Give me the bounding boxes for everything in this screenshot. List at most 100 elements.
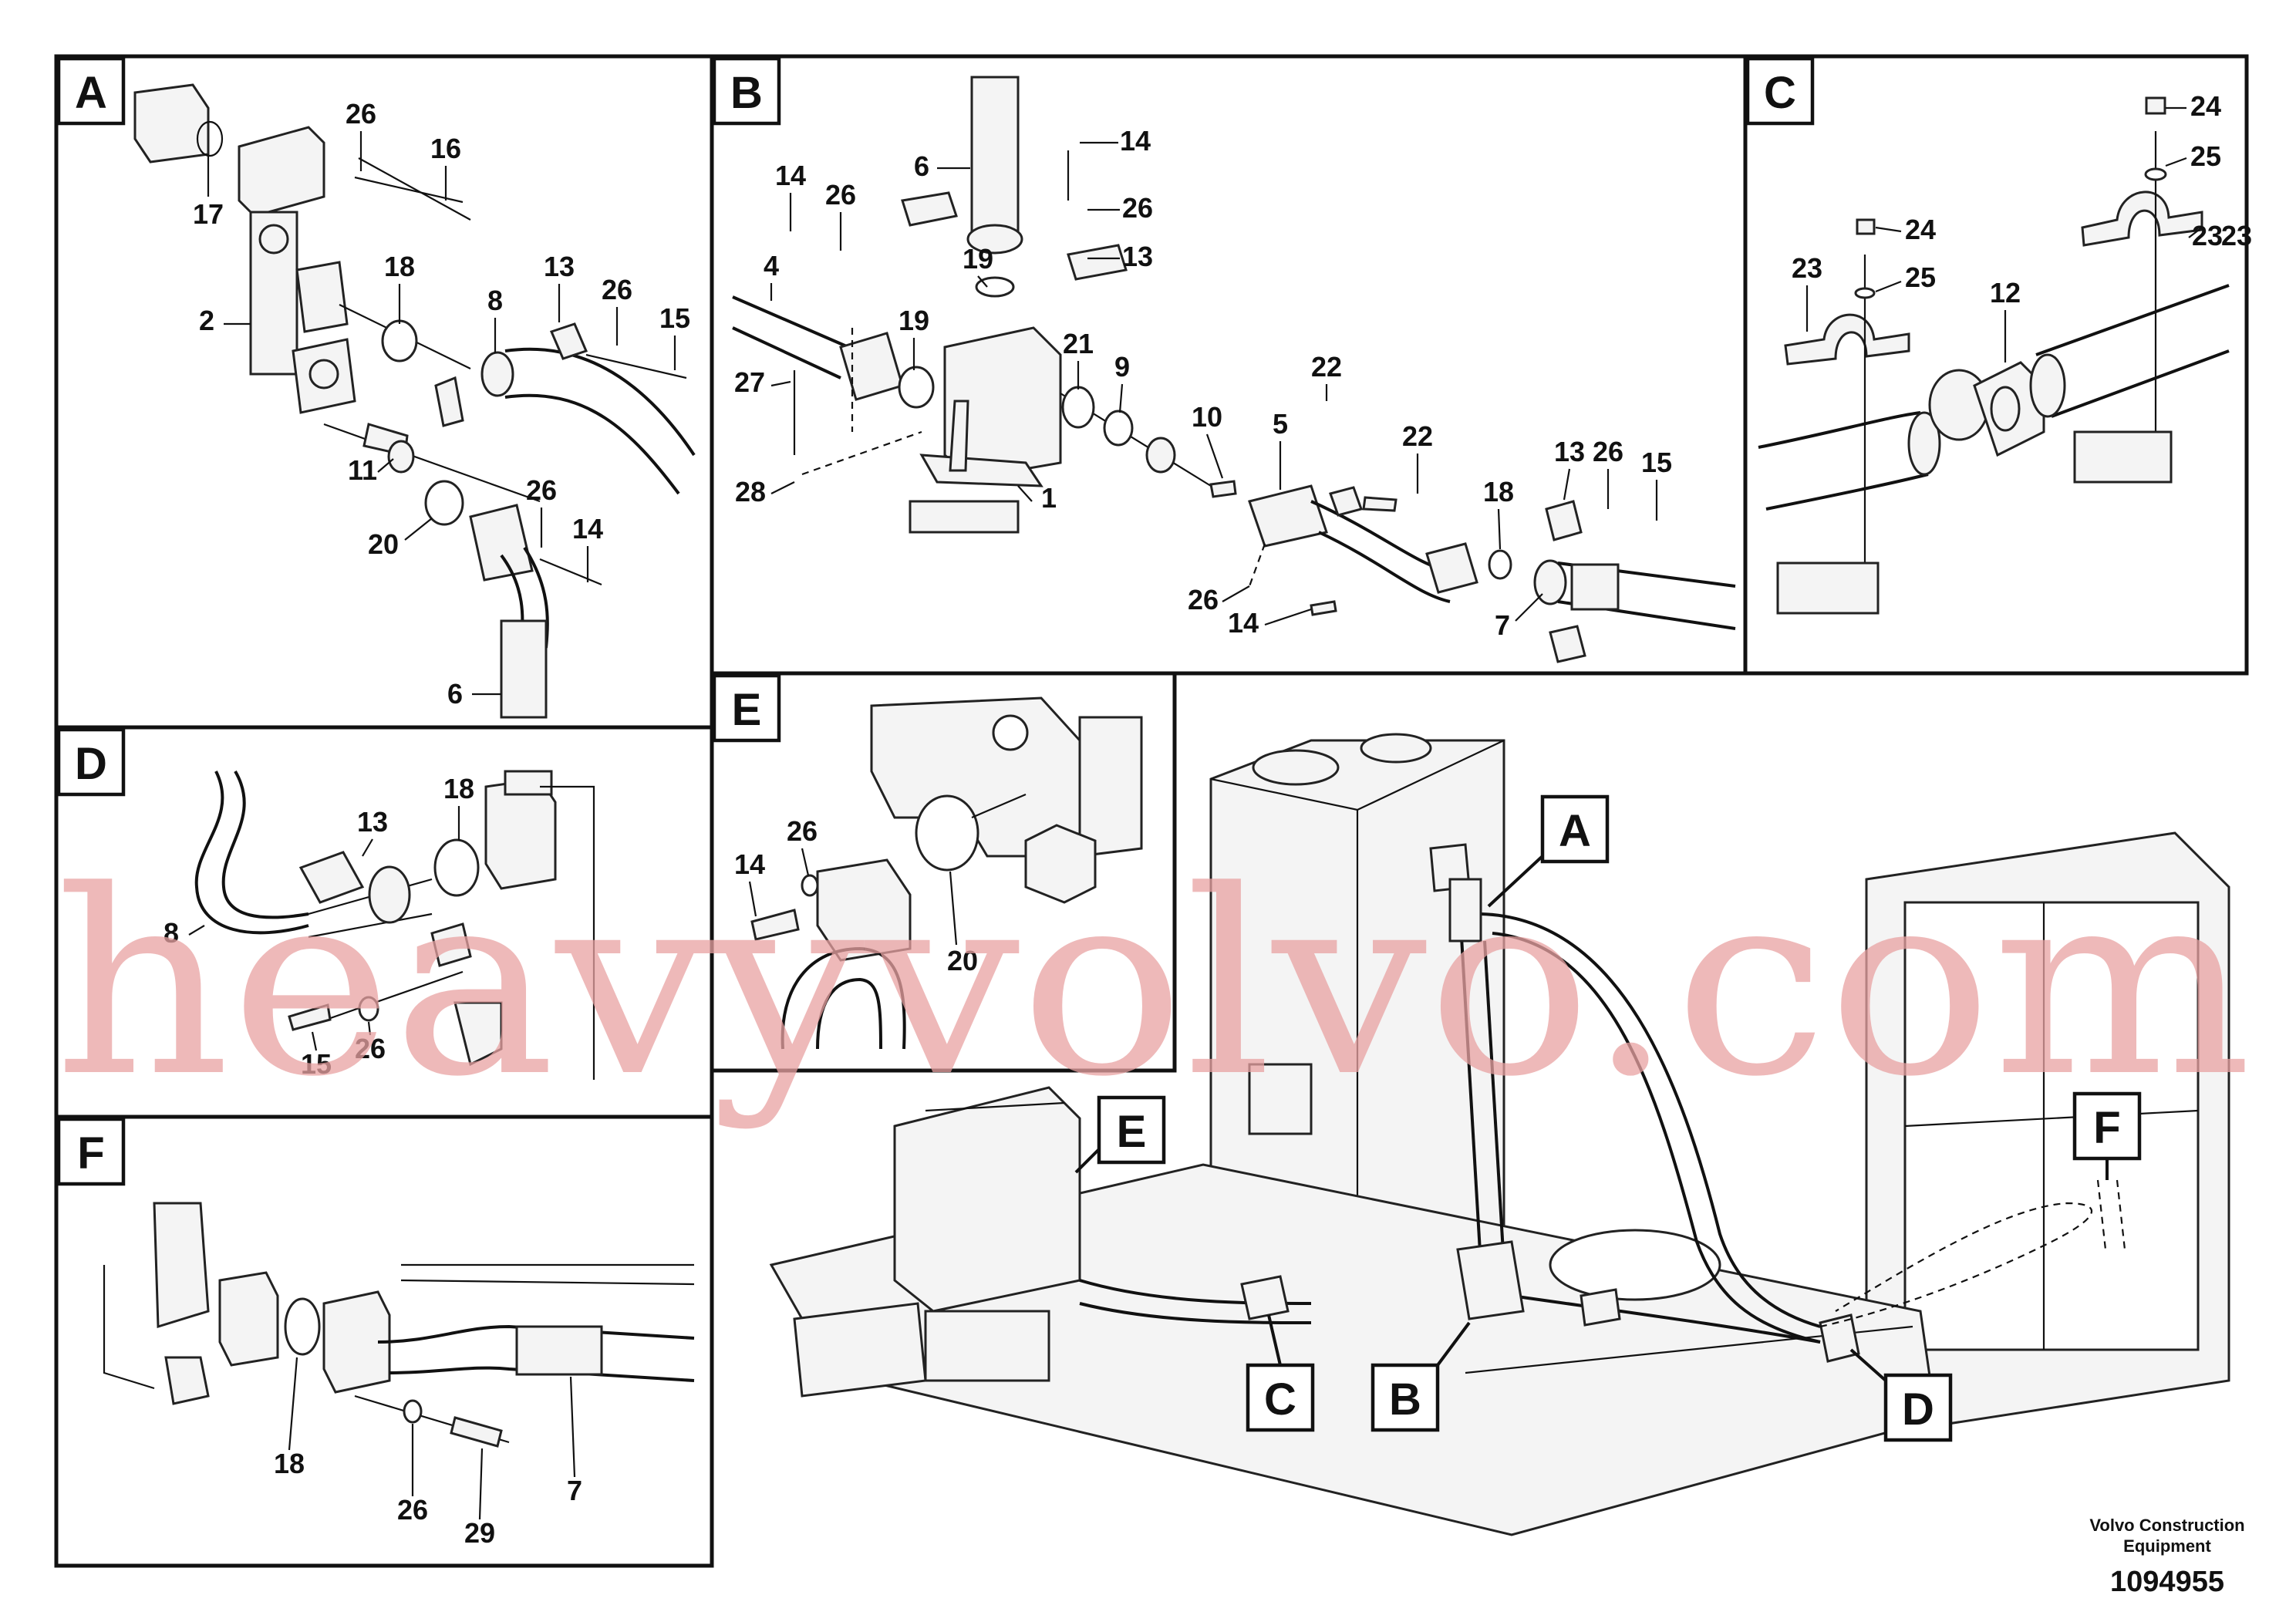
svg-text:19: 19 bbox=[963, 243, 993, 275]
svg-text:A: A bbox=[75, 68, 107, 118]
panel-e-callouts: 26 14 20 bbox=[734, 815, 978, 976]
svg-text:9: 9 bbox=[1114, 351, 1130, 383]
panel-b-callouts: 6 14 14 26 26 13 19 4 19 21 27 9 22 10 5… bbox=[734, 125, 1672, 641]
overview-tag-b: B bbox=[1371, 1321, 1471, 1432]
panel-e-label: E bbox=[712, 673, 781, 743]
svg-text:23: 23 bbox=[2192, 220, 2223, 251]
svg-text:15: 15 bbox=[659, 302, 690, 334]
overview-tag-e: E bbox=[1074, 1095, 1166, 1174]
panel-c-callouts: 24 25 24 23 23 25 12 23 bbox=[1792, 90, 2252, 363]
svg-text:14: 14 bbox=[734, 848, 765, 880]
brand-line-1: Volvo Construction bbox=[2089, 1516, 2244, 1535]
svg-text:F: F bbox=[2093, 1103, 2120, 1153]
svg-text:19: 19 bbox=[899, 305, 929, 336]
svg-text:29: 29 bbox=[464, 1517, 495, 1549]
svg-text:26: 26 bbox=[1188, 584, 1219, 615]
svg-text:23: 23 bbox=[2221, 220, 2252, 251]
svg-text:13: 13 bbox=[1122, 241, 1153, 272]
svg-text:4: 4 bbox=[764, 250, 779, 282]
svg-text:22: 22 bbox=[1402, 420, 1433, 452]
svg-text:13: 13 bbox=[1554, 436, 1585, 467]
panel-f-frame bbox=[54, 1114, 714, 1568]
svg-text:14: 14 bbox=[572, 513, 603, 545]
drawing-number: 1094955 bbox=[2110, 1566, 2224, 1598]
overview-tag-d: D bbox=[1849, 1348, 1953, 1442]
overview-drawing bbox=[769, 733, 2230, 1536]
panel-e-drawing bbox=[750, 696, 1143, 1050]
svg-text:18: 18 bbox=[274, 1448, 305, 1479]
svg-text:11: 11 bbox=[348, 454, 377, 486]
svg-text:14: 14 bbox=[1228, 607, 1259, 639]
svg-text:15: 15 bbox=[301, 1048, 332, 1080]
svg-text:27: 27 bbox=[734, 366, 765, 398]
svg-text:26: 26 bbox=[825, 179, 856, 211]
svg-text:C: C bbox=[1264, 1374, 1296, 1425]
panel-e-frame bbox=[710, 671, 1177, 1073]
overview-tag-c: C bbox=[1246, 1314, 1315, 1432]
svg-text:25: 25 bbox=[1905, 261, 1936, 293]
svg-text:8: 8 bbox=[487, 285, 503, 316]
svg-text:21: 21 bbox=[1063, 328, 1094, 359]
svg-text:C: C bbox=[1764, 68, 1796, 118]
svg-text:5: 5 bbox=[1273, 408, 1288, 440]
svg-text:D: D bbox=[1902, 1384, 1934, 1435]
svg-text:16: 16 bbox=[430, 133, 461, 164]
svg-text:18: 18 bbox=[443, 773, 474, 804]
svg-text:26: 26 bbox=[397, 1494, 428, 1526]
panel-a-drawing bbox=[133, 83, 696, 719]
panel-d-callouts: 18 13 8 15 26 bbox=[164, 773, 474, 1080]
svg-text:17: 17 bbox=[193, 198, 224, 230]
svg-text:B: B bbox=[730, 68, 763, 118]
svg-text:24: 24 bbox=[2190, 90, 2221, 122]
panel-c-drawing bbox=[1758, 96, 2230, 615]
panel-b-drawing bbox=[732, 76, 1736, 663]
svg-text:14: 14 bbox=[1120, 125, 1151, 157]
svg-text:26: 26 bbox=[1122, 192, 1153, 224]
footer: Volvo Construction Equipment 1094955 bbox=[2089, 1516, 2244, 1598]
svg-text:20: 20 bbox=[368, 528, 399, 560]
svg-text:E: E bbox=[732, 685, 762, 735]
panel-c-frame bbox=[1743, 54, 2249, 676]
svg-text:26: 26 bbox=[526, 474, 557, 506]
svg-text:18: 18 bbox=[384, 251, 415, 282]
svg-text:13: 13 bbox=[544, 251, 575, 282]
svg-text:15: 15 bbox=[1641, 447, 1672, 478]
svg-text:E: E bbox=[1117, 1107, 1147, 1157]
svg-text:7: 7 bbox=[1495, 609, 1510, 641]
panel-c-label: C bbox=[1745, 56, 1815, 126]
overview-tag-a: A bbox=[1487, 794, 1610, 908]
svg-text:10: 10 bbox=[1192, 401, 1222, 433]
svg-text:18: 18 bbox=[1483, 476, 1514, 508]
svg-text:14: 14 bbox=[775, 160, 806, 191]
svg-text:26: 26 bbox=[1593, 436, 1623, 467]
svg-text:28: 28 bbox=[735, 476, 766, 508]
brand-line-2: Equipment bbox=[2123, 1536, 2211, 1556]
panel-d-label: D bbox=[56, 727, 126, 797]
svg-text:23: 23 bbox=[1792, 252, 1822, 284]
svg-text:22: 22 bbox=[1311, 351, 1342, 383]
panel-b-label: B bbox=[712, 56, 781, 126]
watermark: heavyvolvo.com bbox=[54, 836, 2252, 1132]
svg-text:6: 6 bbox=[447, 678, 463, 710]
svg-text:A: A bbox=[1559, 806, 1591, 856]
panel-a-label: A bbox=[56, 56, 126, 126]
panel-d-drawing bbox=[194, 770, 595, 1080]
panel-f-drawing bbox=[103, 1202, 695, 1448]
svg-text:6: 6 bbox=[914, 150, 929, 182]
panel-f-label: F bbox=[56, 1117, 126, 1186]
svg-text:26: 26 bbox=[787, 815, 818, 847]
svg-text:26: 26 bbox=[355, 1033, 386, 1064]
panel-f-callouts: 18 26 29 7 bbox=[274, 1357, 582, 1549]
svg-text:8: 8 bbox=[164, 917, 179, 949]
svg-text:2: 2 bbox=[199, 305, 214, 336]
svg-text:24: 24 bbox=[1905, 214, 1936, 245]
svg-text:B: B bbox=[1389, 1374, 1421, 1425]
svg-text:12: 12 bbox=[1990, 277, 2021, 309]
svg-text:20: 20 bbox=[947, 945, 978, 976]
svg-text:26: 26 bbox=[602, 274, 632, 305]
svg-text:D: D bbox=[75, 739, 107, 789]
svg-text:13: 13 bbox=[357, 806, 388, 838]
panel-a-callouts: 26 16 17 18 13 26 2 8 15 11 26 20 14 6 bbox=[193, 98, 690, 710]
svg-text:7: 7 bbox=[567, 1475, 582, 1506]
